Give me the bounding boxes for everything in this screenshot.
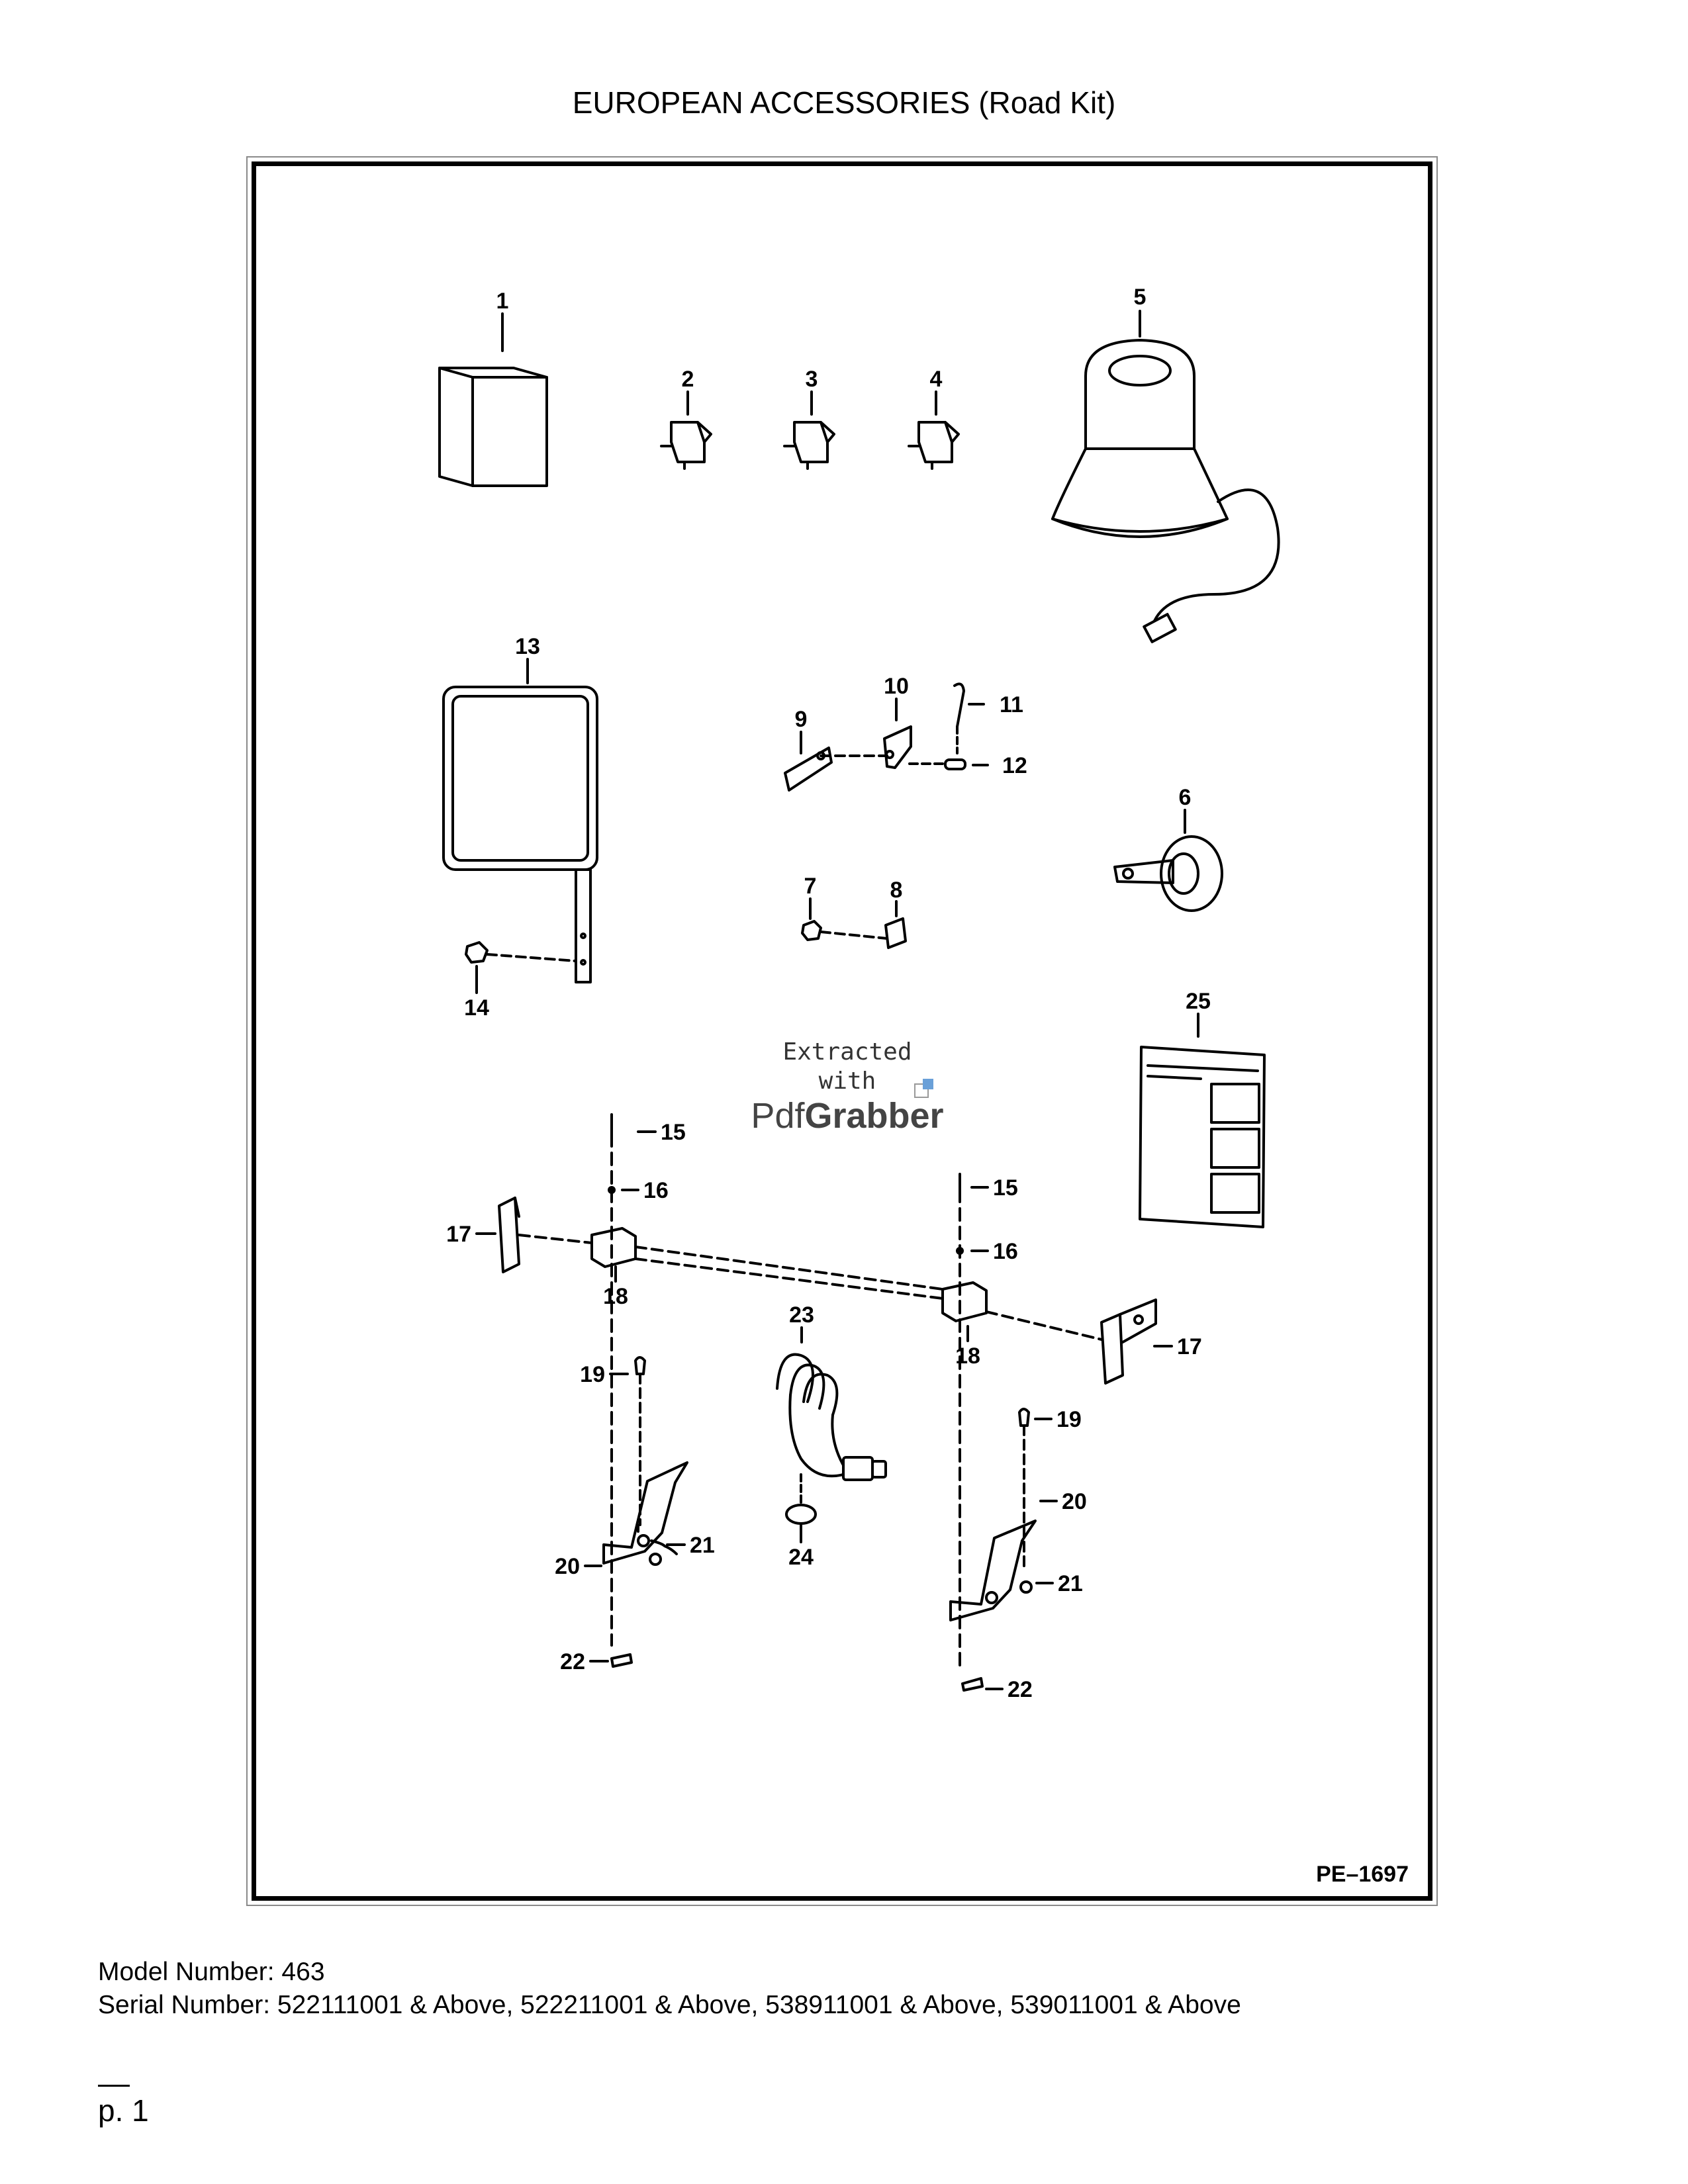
- callout-9: 9: [795, 707, 808, 732]
- part-12-pin: [908, 758, 989, 770]
- page-number: p. 1: [98, 2093, 149, 2128]
- callout-20-right: 20: [1062, 1489, 1087, 1514]
- callout-6: 6: [1179, 785, 1192, 810]
- callout-22-right: 22: [1008, 1677, 1033, 1702]
- page-number-rule: [98, 2085, 130, 2087]
- part-11-pin: [953, 682, 985, 754]
- part-2-switch: [660, 390, 712, 470]
- callout-15-right: 15: [993, 1175, 1018, 1201]
- serial-number: Serial Number: 522111001 & Above, 522211…: [98, 1991, 1241, 2019]
- part-6-horn: [1113, 809, 1223, 912]
- callout-5: 5: [1134, 285, 1147, 310]
- callout-3: 3: [806, 367, 818, 392]
- callout-18-left: 18: [603, 1284, 628, 1309]
- callout-21-left: 21: [690, 1533, 715, 1558]
- left-bracket-assembly: [498, 1113, 944, 1668]
- callout-22-left: 22: [560, 1649, 585, 1674]
- callout-17-right: 17: [1177, 1334, 1202, 1359]
- callout-1: 1: [496, 289, 509, 314]
- watermark: Extracted with PdfGrabber: [728, 1038, 966, 1136]
- pdfgrabber-logo-icon: [914, 1079, 933, 1098]
- callout-8: 8: [890, 878, 903, 903]
- part-8-clip-nut: [884, 900, 907, 949]
- part-25-instruction-sheet: [1139, 1013, 1266, 1228]
- callout-10: 10: [884, 674, 909, 699]
- callout-2: 2: [682, 367, 694, 392]
- part-14-bolt: [465, 941, 577, 994]
- callout-13: 13: [515, 634, 540, 659]
- part-4-switch: [908, 390, 960, 470]
- drawing-id: PE–1697: [1316, 1862, 1409, 1887]
- watermark-brand-pdf: Pdf: [751, 1096, 805, 1136]
- watermark-line2: with: [818, 1068, 876, 1095]
- watermark-logo: PdfGrabber: [728, 1096, 966, 1136]
- callout-19-left: 19: [580, 1362, 605, 1387]
- part-23-wiring-harness: [776, 1326, 887, 1481]
- part-5-beacon: [1051, 310, 1280, 643]
- callout-7: 7: [804, 874, 817, 899]
- page-title: EUROPEAN ACCESSORIES (Road Kit): [572, 85, 1116, 120]
- diagram-frame-inner-border: [252, 161, 1432, 1901]
- diagram-frame: 1 2 3 4 5 6 7 8 9 10 11 12 13 14 15 16 1…: [246, 156, 1438, 1906]
- exploded-parts-diagram: 1 2 3 4 5 6 7 8 9 10 11 12 13 14 15 16 1…: [438, 285, 1280, 1702]
- part-9-plate: [784, 731, 833, 792]
- callout-14: 14: [464, 995, 489, 1021]
- callout-16-left: 16: [643, 1178, 669, 1203]
- model-number: Model Number: 463: [98, 1958, 325, 1986]
- callout-12: 12: [1002, 753, 1027, 778]
- callout-leaders: [475, 1130, 1173, 1690]
- callout-25: 25: [1186, 989, 1211, 1014]
- callout-19-right: 19: [1056, 1407, 1082, 1432]
- callout-18-right: 18: [955, 1343, 980, 1369]
- right-bracket-assembly: [941, 1173, 1157, 1692]
- part-7-screw: [801, 897, 888, 941]
- part-3-switch: [783, 390, 835, 470]
- callout-17-left: 17: [446, 1222, 471, 1247]
- callout-20-left: 20: [555, 1554, 580, 1579]
- callout-21-right: 21: [1058, 1571, 1083, 1596]
- part-1-relay-box: [438, 312, 548, 487]
- callout-4: 4: [930, 367, 943, 392]
- callout-24: 24: [788, 1545, 814, 1570]
- watermark-line1: Extracted: [782, 1038, 912, 1066]
- part-24-clamp: [785, 1473, 817, 1543]
- watermark-brand-grabber: Grabber: [804, 1096, 944, 1136]
- part-10-bracket: [820, 698, 912, 769]
- callout-15-left: 15: [661, 1120, 686, 1145]
- callout-23: 23: [789, 1302, 814, 1328]
- callout-16-right: 16: [993, 1239, 1018, 1264]
- callout-11: 11: [1000, 692, 1023, 717]
- part-13-road-sign-plate: [442, 658, 598, 983]
